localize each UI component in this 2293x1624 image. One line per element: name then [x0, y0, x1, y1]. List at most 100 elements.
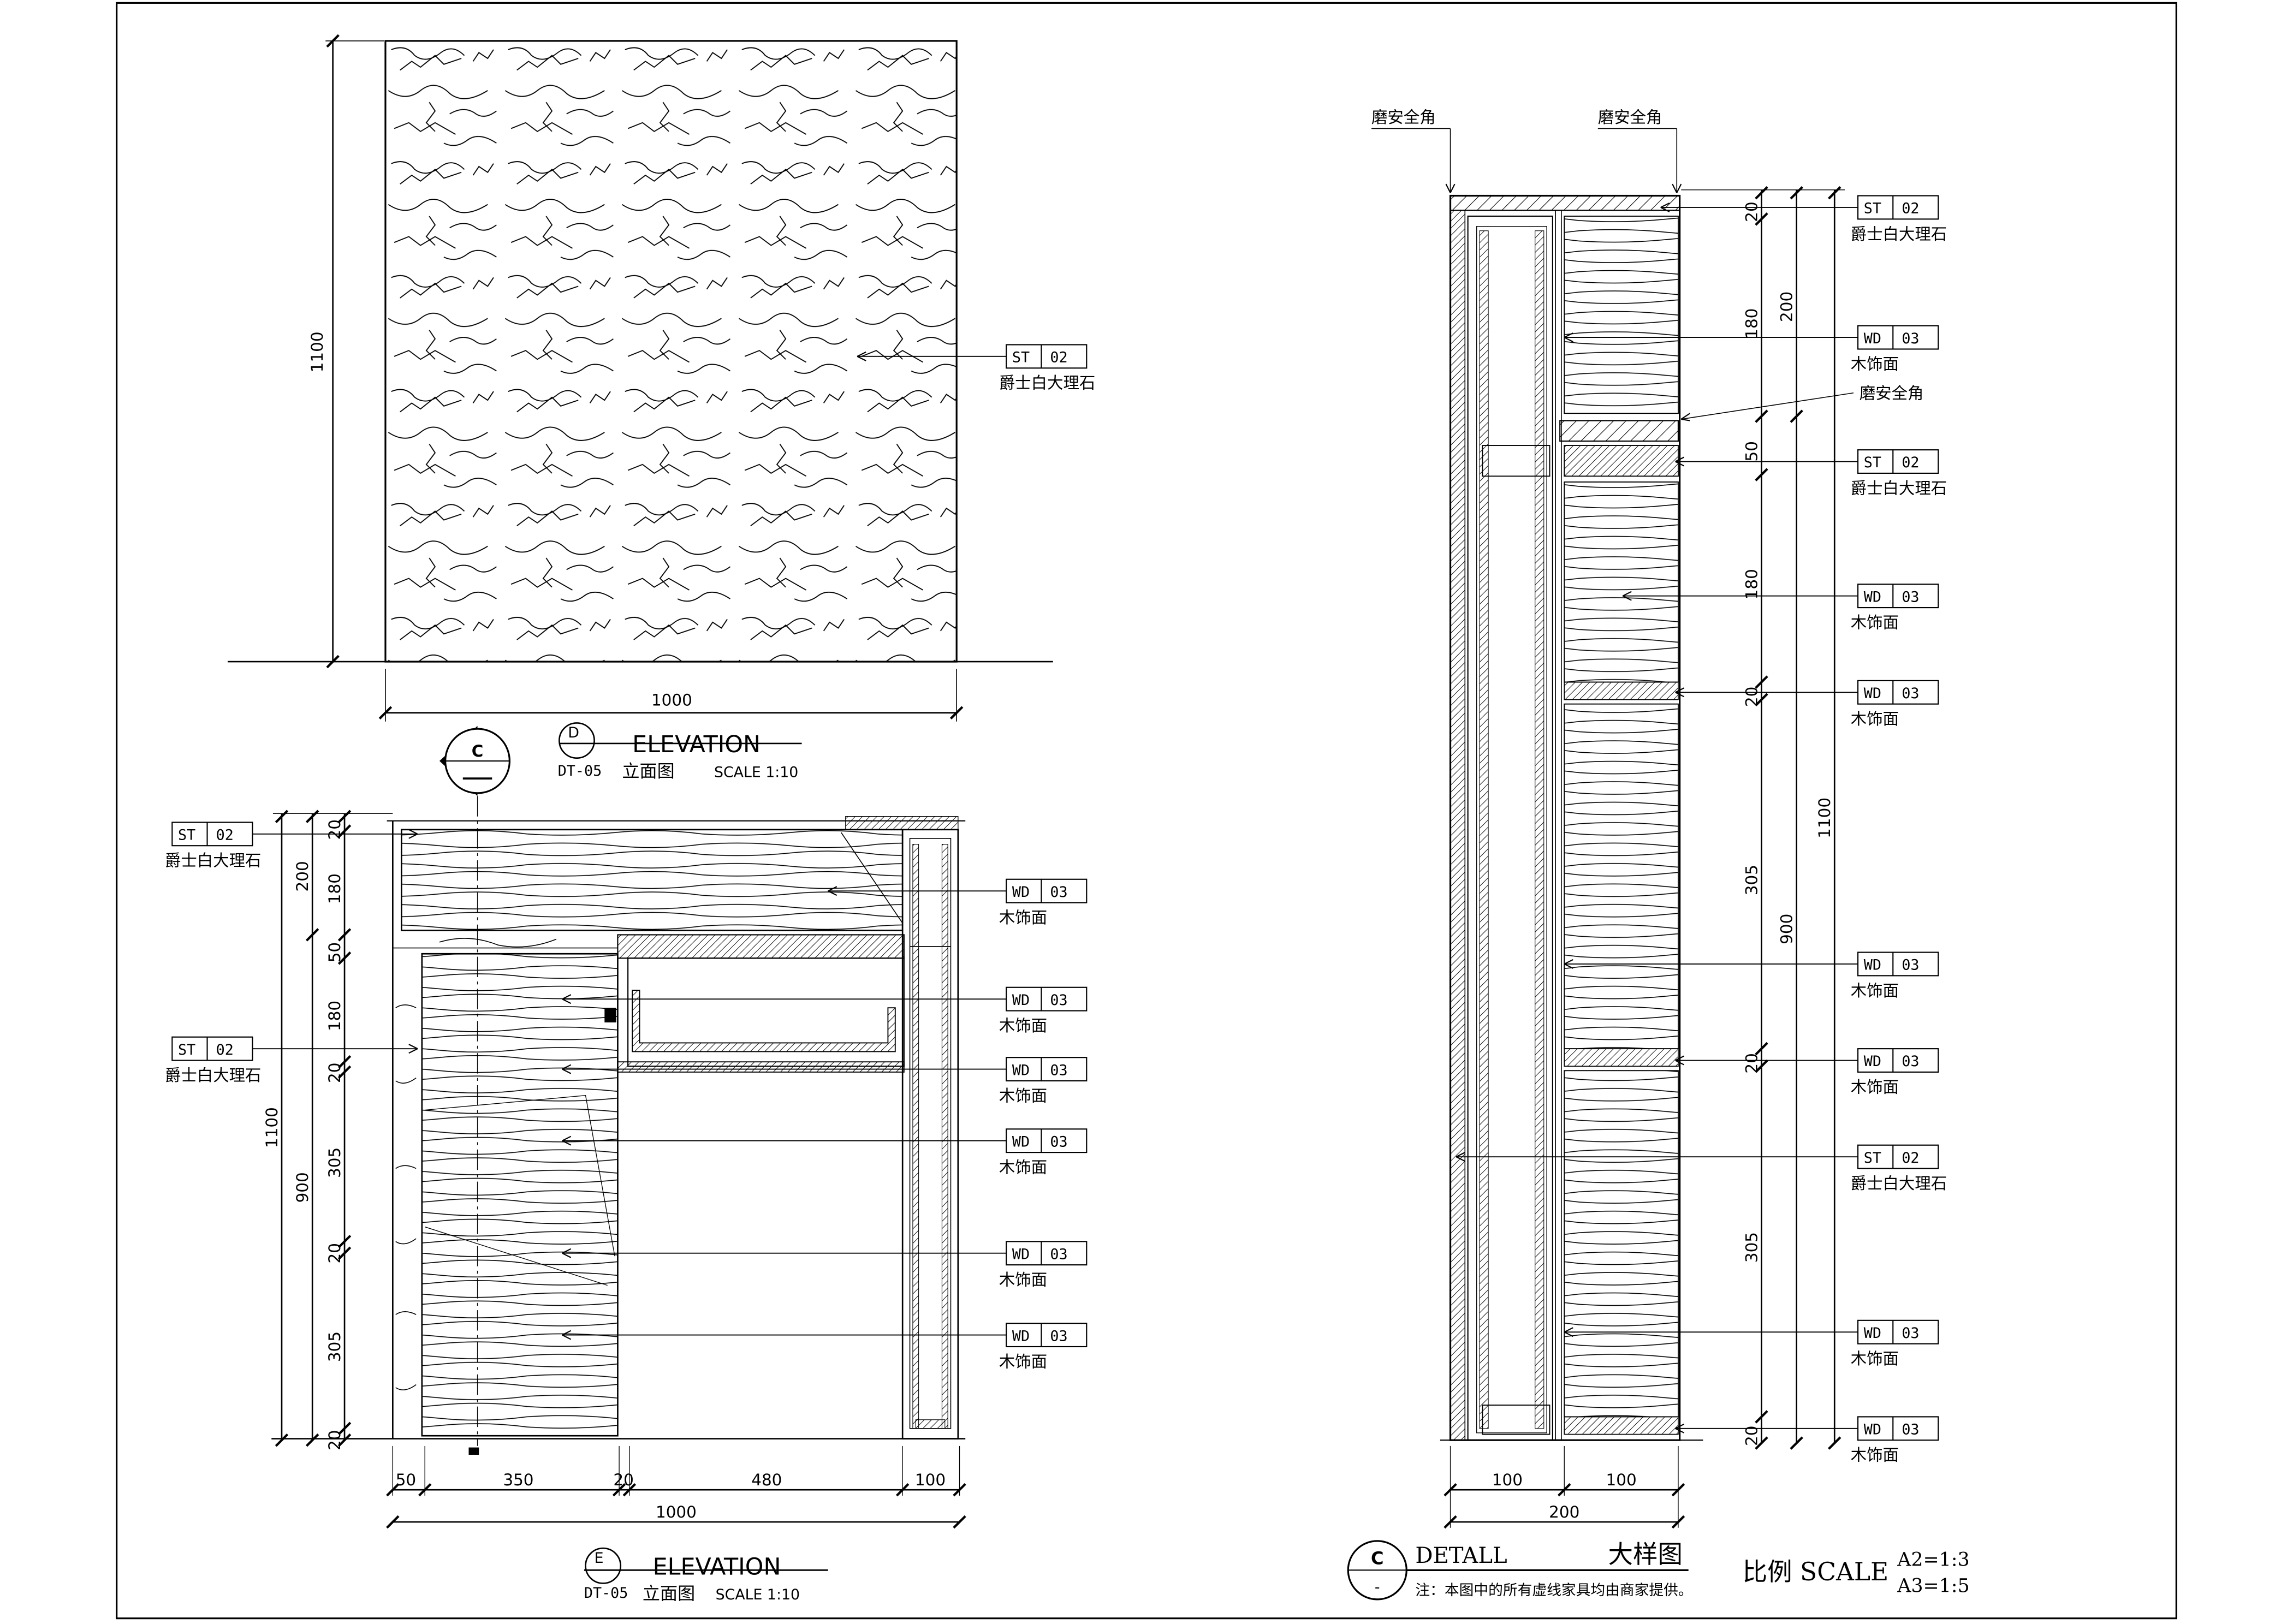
svg-text:ST: ST [1012, 349, 1030, 366]
marble-panel [384, 40, 958, 663]
svg-text:WD: WD [1864, 685, 1881, 702]
detail-dim-lower: 900 [1778, 914, 1796, 944]
elev-e-dim-seg: 50 [325, 942, 344, 962]
detail-note: 注：本图中的所有虚线家具均由商家提供。 [1415, 1582, 1692, 1599]
detail-dim-seg: 20 [1742, 1053, 1761, 1073]
material-name: 爵士白大理石 [165, 852, 262, 870]
detail-dim-seg: 50 [1742, 441, 1761, 461]
svg-text:立面图: 立面图 [643, 1583, 695, 1604]
material-name: 木饰面 [999, 1352, 1047, 1371]
svg-text:02: 02 [1902, 200, 1919, 217]
detail-title-cn: 大样图 [1608, 1540, 1683, 1569]
svg-text:WD: WD [1864, 957, 1881, 974]
elev-e-title: ELEVATION [653, 1553, 781, 1580]
svg-text:03: 03 [1902, 330, 1919, 347]
svg-text:WD: WD [1864, 1421, 1881, 1438]
svg-text:DT-05: DT-05 [584, 1585, 628, 1602]
detail-dim-seg: 180 [1742, 308, 1761, 339]
detail-title: DETALL [1415, 1543, 1507, 1568]
detail-dim-seg: 20 [1742, 201, 1761, 222]
detail-dim-right: 100 [1606, 1471, 1637, 1489]
safety-corner-labels: 磨安全角 磨安全角 磨安全角 [1371, 108, 1923, 421]
svg-text:03: 03 [1050, 884, 1067, 901]
elev-e-dim-seg: 20 [325, 1243, 344, 1263]
elev-e-bottom-dim: 20 [613, 1471, 633, 1489]
detail-dim-seg: 305 [1742, 1232, 1761, 1263]
svg-text:ST: ST [1864, 1150, 1881, 1167]
elev-d-width-dim: 1000 [651, 691, 692, 709]
elev-e-dim-overall: 1100 [263, 1107, 281, 1148]
material-name: 木饰面 [1851, 1446, 1899, 1465]
elev-e-bottom-dim: 350 [503, 1471, 533, 1489]
svg-text:03: 03 [1902, 1421, 1919, 1438]
material-name: 木饰面 [1851, 710, 1899, 728]
elev-e-dim-seg: 305 [325, 1147, 344, 1178]
material-name: 木饰面 [999, 1016, 1047, 1035]
svg-text:03: 03 [1902, 588, 1919, 605]
elev-e-dim-seg: 20 [325, 819, 344, 840]
svg-text:磨安全角: 磨安全角 [1860, 384, 1924, 402]
detail-c: 磨安全角 磨安全角 磨安全角 100 100 200 [1371, 108, 1923, 1529]
detail-dim-left: 100 [1492, 1471, 1523, 1489]
svg-text:ST: ST [178, 827, 195, 844]
svg-text:03: 03 [1902, 1325, 1919, 1342]
material-name: 木饰面 [999, 1086, 1047, 1105]
elev-d-title-block: D DT-05 ELEVATION 立面图 SCALE 1:10 [558, 722, 802, 781]
material-name: 爵士白大理石 [1851, 1174, 1947, 1193]
svg-text:WD: WD [1012, 884, 1030, 901]
svg-text:-: - [1375, 1579, 1380, 1596]
scale-label: 比例 SCALE [1743, 1557, 1889, 1586]
svg-text:C: C [1371, 1548, 1384, 1569]
elev-e-dim-lower: 900 [293, 1172, 312, 1203]
material-name: 木饰面 [1851, 1078, 1899, 1096]
svg-text:02: 02 [216, 827, 234, 844]
svg-text:02: 02 [1902, 1150, 1919, 1167]
material-name: 木饰面 [999, 1271, 1047, 1289]
svg-text:WD: WD [1864, 330, 1881, 347]
detail-dim-seg: 20 [1742, 687, 1761, 707]
svg-text:ST: ST [178, 1042, 195, 1058]
svg-text:02: 02 [1902, 454, 1919, 471]
detail-dim-total: 200 [1549, 1503, 1579, 1521]
material-name: 木饰面 [999, 908, 1047, 927]
svg-text:ST: ST [1864, 200, 1881, 217]
svg-text:SCALE 1:10: SCALE 1:10 [714, 764, 798, 781]
elev-e-dim-seg: 305 [325, 1331, 344, 1362]
material-name: 爵士白大理石 [1851, 225, 1947, 243]
elev-e-dim-seg: 20 [325, 1430, 344, 1450]
scale-a2: A2=1:3 [1897, 1549, 1969, 1571]
detail-material-tag: ST 02 爵士白大理石 [1851, 1144, 1947, 1193]
elev-d-title: ELEVATION [632, 731, 761, 758]
scale-a3: A3=1:5 [1897, 1575, 1969, 1597]
svg-text:SCALE 1:10: SCALE 1:10 [716, 1586, 800, 1603]
elev-e-dim-upper: 200 [293, 861, 312, 891]
elev-e-title-block: E DT-05 ELEVATION 立面图 SCALE 1:10 [584, 1547, 828, 1604]
elevation-d: 1100 1000 ST 02 爵士白大理石 D DT-05 ELEVATION… [228, 34, 1095, 781]
detail-dim-seg: 180 [1742, 569, 1761, 599]
svg-text:立面图: 立面图 [622, 760, 674, 781]
elev-e-bottom-dim: 100 [915, 1471, 946, 1489]
detail-title-block: C - DETALL 大样图 注：本图中的所有虚线家具均由商家提供。 比例 SC… [1347, 1540, 1970, 1601]
elev-e-dim-seg: 180 [325, 873, 344, 904]
elev-d-height-dim: 1100 [308, 331, 326, 372]
svg-text:03: 03 [1050, 992, 1067, 1009]
detail-dim-upper: 200 [1778, 292, 1796, 322]
elev-e-left-tag: ST 02 爵士白大理石 [165, 822, 262, 870]
svg-text:WD: WD [1012, 1133, 1030, 1150]
sheet-frame [116, 2, 2177, 1620]
svg-text:02: 02 [1050, 349, 1067, 366]
svg-text:03: 03 [1050, 1133, 1067, 1150]
detail-dim-seg: 305 [1742, 865, 1761, 895]
